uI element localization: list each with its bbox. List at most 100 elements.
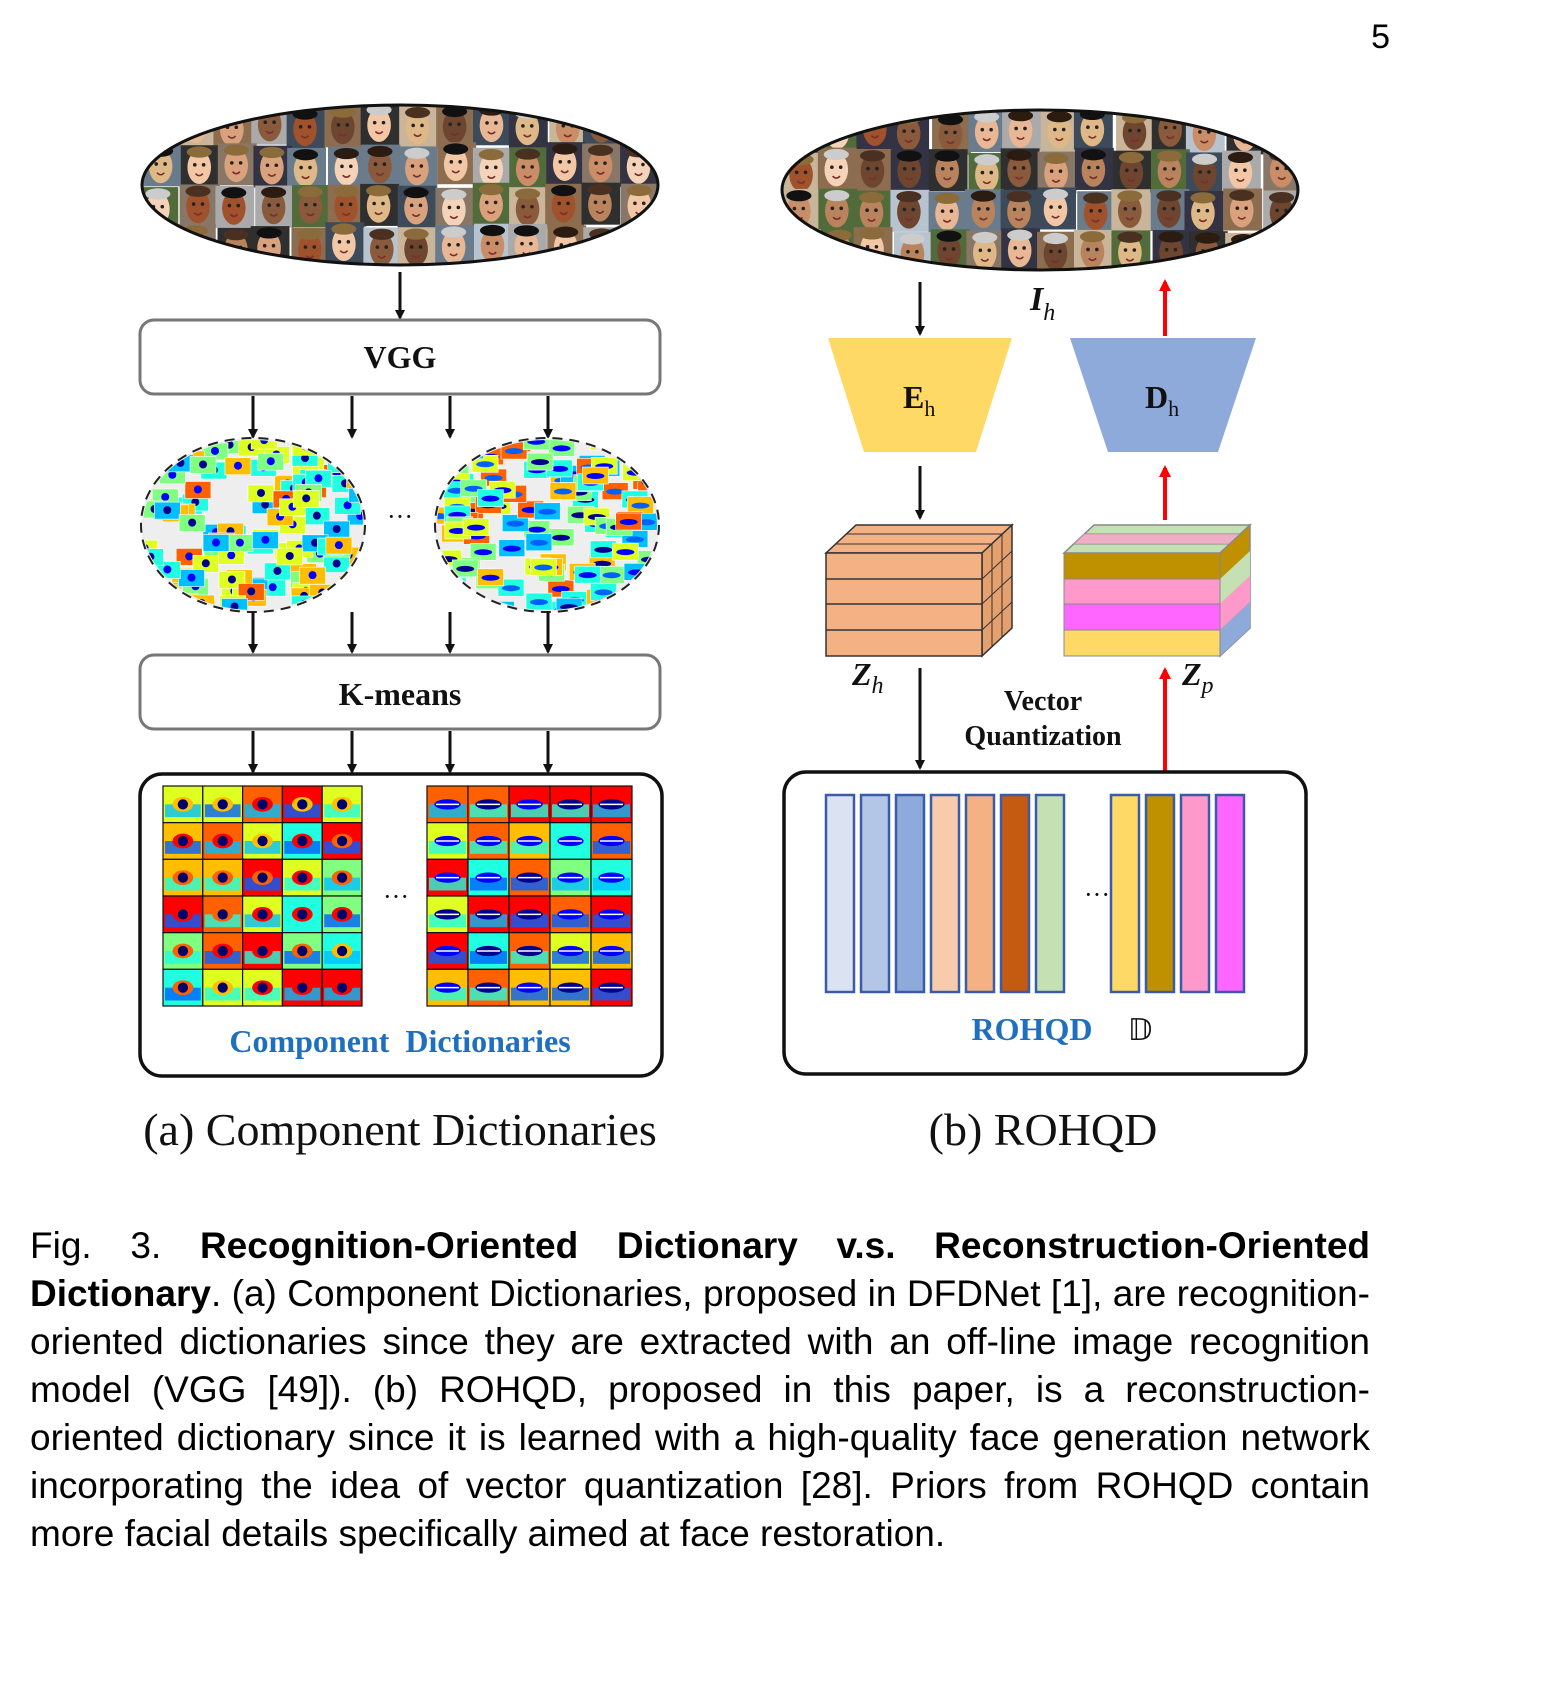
face-thumbnail [509, 147, 549, 190]
face-thumbnail [250, 226, 290, 265]
face-thumbnail [291, 227, 331, 265]
mouth-dictionary-atom [426, 968, 469, 1007]
panel-a: VGG ··· [138, 103, 664, 1155]
eye-feature-patch [325, 536, 353, 555]
face-thumbnail [325, 222, 365, 265]
panel-b: Ih Eh Dh [780, 108, 1308, 1155]
face-thumbnail [327, 146, 367, 189]
eye-feature-patch [276, 547, 304, 566]
mouth-dictionary-atom [426, 932, 469, 970]
face-thumbnail [546, 142, 586, 185]
caption-fig-label: Fig. 3. [30, 1225, 162, 1266]
mouth-feature-patch [477, 568, 504, 587]
face-thumbnail [398, 146, 438, 189]
eye-dictionary-atom [242, 895, 284, 934]
feature-ellipsis: ··· [387, 502, 413, 531]
mouth-feature-patch [548, 440, 575, 457]
face-thumbnail [622, 105, 658, 146]
eye-dictionary-atom [321, 968, 363, 1007]
face-thumbnail [1077, 191, 1117, 234]
mouth-feature-patch [589, 540, 617, 559]
face-thumbnail [1074, 229, 1113, 270]
encoder-block: Eh [828, 338, 1012, 452]
panel-a-subtitle: (a) Component Dictionaries [143, 1104, 657, 1155]
face-thumbnail [253, 145, 293, 188]
face-thumbnail [509, 187, 548, 230]
face-thumbnail [360, 183, 400, 226]
eye-feature-patch [189, 456, 217, 474]
vq-label-line1: Vector [1004, 686, 1082, 717]
face-thumbnail [932, 112, 971, 155]
face-dataset-ellipse-a [140, 103, 660, 267]
face-thumbnail [894, 232, 933, 270]
decoder-block: Dh [1070, 338, 1256, 452]
eye-feature-patch [143, 440, 169, 451]
eye-dictionary-atom [202, 822, 244, 860]
face-thumbnail [176, 105, 216, 147]
eye-feature-patch [154, 501, 181, 520]
eye-dictionary-atom [162, 968, 204, 1007]
eye-dictionary-atom [202, 785, 244, 824]
mouth-feature-patch [612, 542, 639, 561]
face-thumbnail [817, 147, 857, 190]
mouth-feature-patch [501, 514, 529, 532]
face-thumbnail [1151, 110, 1191, 150]
eye-feature-patch [149, 598, 177, 610]
decoder-label: Dh [1145, 379, 1179, 421]
face-thumbnail [251, 105, 291, 145]
mouth-feature-patch [437, 459, 454, 478]
face-thumbnail [782, 112, 819, 155]
eye-dictionary-atom [321, 895, 363, 934]
kmeans-label: K-means [339, 676, 462, 712]
page-number: 5 [1371, 18, 1390, 56]
eye-feature-patch [192, 555, 220, 573]
mouth-feature-patch [437, 579, 455, 597]
face-thumbnail [472, 182, 512, 225]
mouth-feature-patch [450, 598, 478, 610]
mouth-feature-patch [590, 583, 617, 601]
face-thumbnail [1259, 110, 1298, 150]
mouth-dictionary-atom [467, 932, 510, 970]
mouth-dictionary-atom [467, 822, 510, 860]
component-dictionaries-label: Component Dictionaries [229, 1023, 570, 1059]
face-thumbnail [1186, 152, 1225, 195]
face-thumbnail [179, 184, 219, 227]
mouth-dictionary-atom [508, 895, 551, 934]
eye-feature-patch [347, 572, 363, 590]
eye-feature-patch [221, 598, 248, 610]
face-thumbnail [361, 144, 401, 187]
mouth-feature-patch [630, 450, 657, 468]
face-thumbnail [582, 143, 621, 186]
eye-feature-patch [299, 566, 326, 585]
mouth-feature-patch [637, 473, 657, 491]
eye-feature-patch [143, 589, 166, 608]
eye-dictionary-atom [242, 932, 284, 970]
face-thumbnail [1002, 110, 1042, 151]
face-thumbnail [1073, 110, 1113, 150]
eye-feature-patch [252, 531, 279, 550]
face-thumbnail [1184, 191, 1224, 234]
mouth-feature-patch [549, 482, 577, 500]
figure-caption: Fig. 3. Recognition-Oriented Dictionary … [30, 1222, 1370, 1558]
mouth-feature-patch [477, 489, 504, 507]
face-thumbnail [818, 188, 858, 231]
eye-dictionary-atom [321, 858, 363, 897]
mouth-feature-patch [525, 592, 553, 610]
mouth-feature-patch [441, 595, 469, 610]
dictionary-ellipsis: ··· [383, 882, 409, 911]
face-thumbnail [1074, 147, 1114, 190]
face-thumbnail [1223, 188, 1263, 231]
face-thumbnail [1150, 189, 1190, 232]
mouth-feature-patch [615, 512, 642, 531]
eye-dictionary-atom [242, 858, 284, 897]
face-thumbnail [217, 143, 257, 186]
vgg-label: VGG [364, 339, 437, 375]
mouth-feature-patch [442, 449, 469, 467]
face-thumbnail [1001, 228, 1041, 270]
mouth-dictionary-atom [508, 822, 551, 860]
feature-cluster-eyes [140, 437, 366, 613]
eye-dictionary-atom [281, 895, 323, 934]
mouth-feature-patch [526, 452, 554, 471]
image-label: Ih [1029, 281, 1055, 326]
